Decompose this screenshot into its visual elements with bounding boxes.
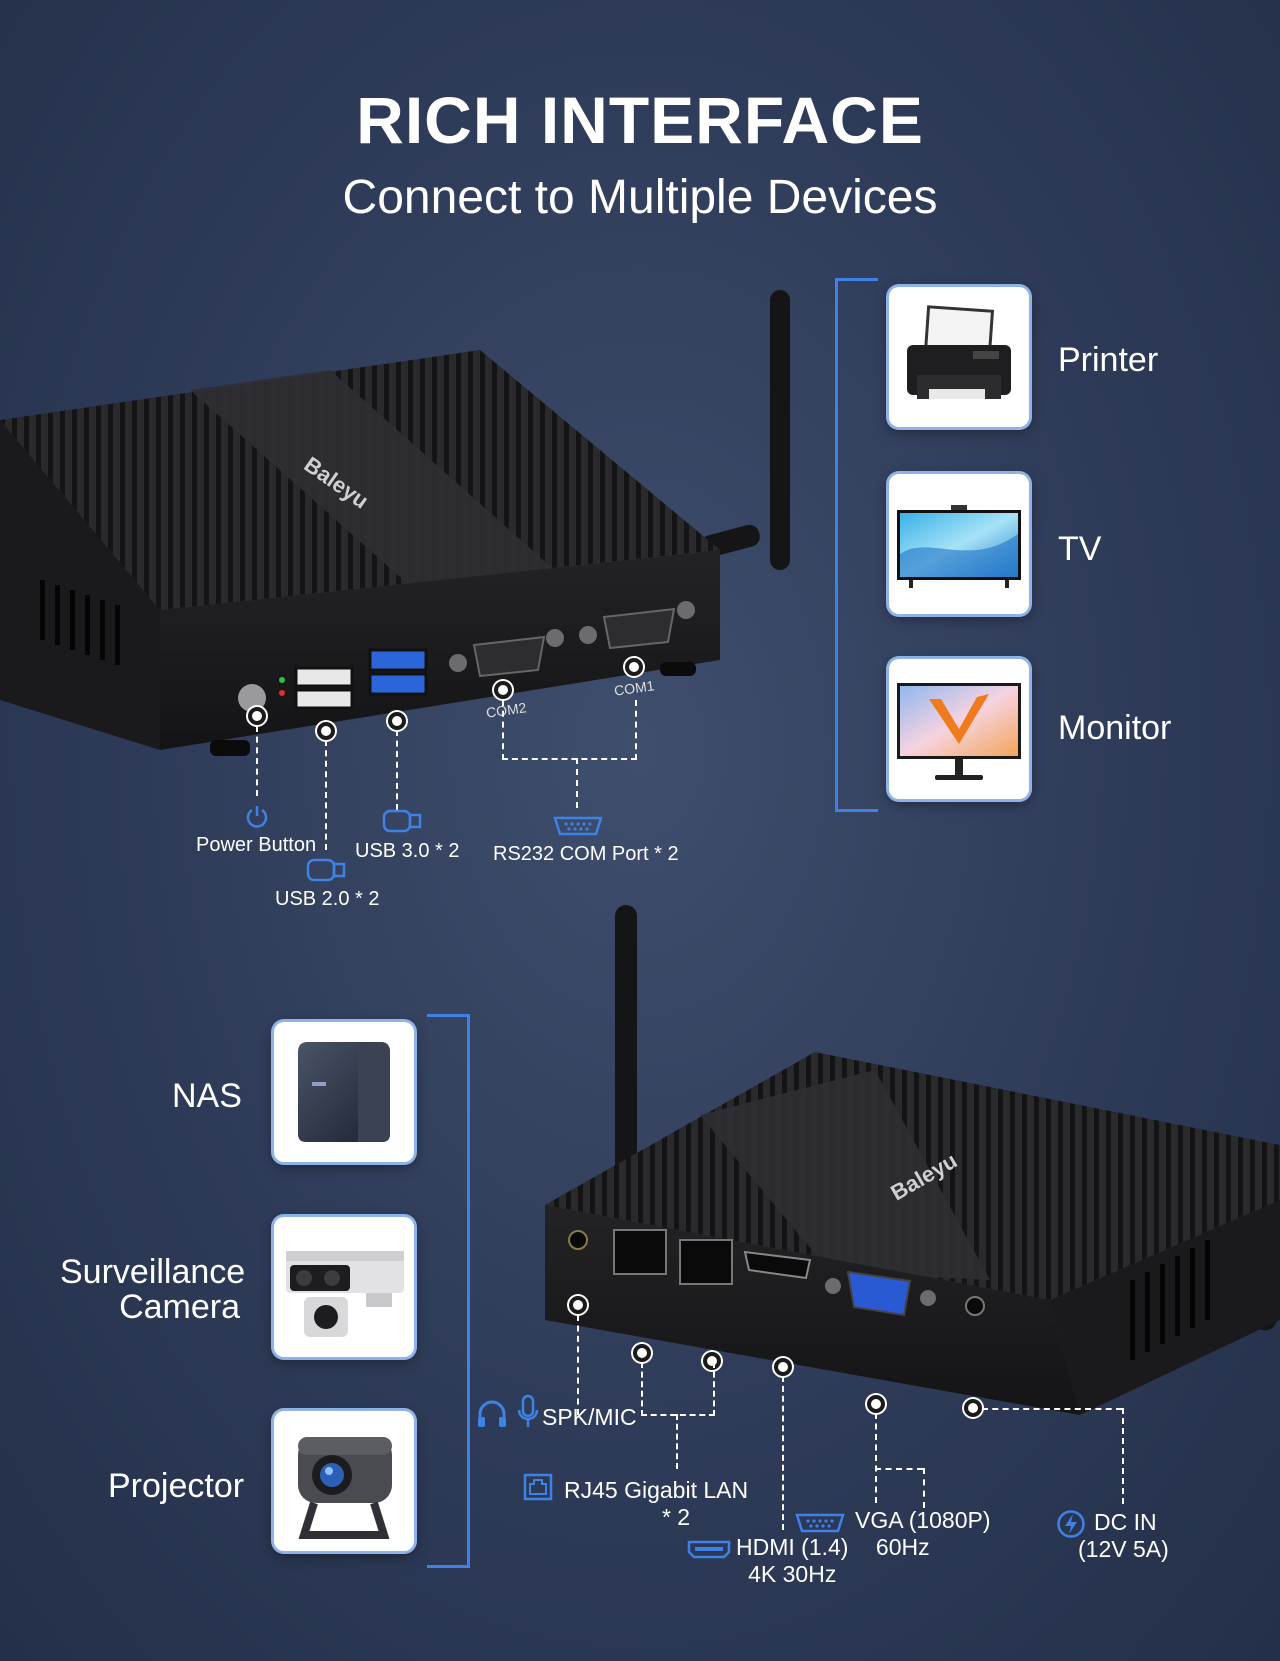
dc-power-icon [1056,1509,1086,1539]
power-icon [244,804,270,830]
monitor-card [889,659,1029,799]
rj45-leader-line [676,1414,678,1469]
serial-port-icon [552,815,604,837]
printer-icon [907,305,1011,399]
projector-label: Projector [108,1467,245,1505]
rs232-label: RS232 COM Port * 2 [493,843,679,865]
rj45-1-port-dot [633,1344,651,1362]
right-device-bracket [835,278,878,812]
projector-icon [298,1437,392,1539]
vga-icon [794,1512,846,1534]
power-port-dot [248,707,266,725]
dc-in-label-line2: (12V 5A) [1078,1536,1169,1562]
left-device-bracket [427,1014,470,1568]
usb3-port-dot [388,712,406,730]
usb3-label: USB 3.0 * 2 [355,840,460,862]
com-bracket-line [502,700,637,760]
spk-mic-port-dot [569,1296,587,1314]
tv-icon [897,505,1021,588]
dc-in-label-line1: DC IN [1094,1509,1157,1535]
vga-port-dot [867,1395,885,1413]
com1-port-dot [625,658,643,676]
dc-port-dot [964,1399,982,1417]
hdmi-leader-line [782,1376,784,1530]
power-button-label: Power Button [196,834,317,856]
page-subtitle: Connect to Multiple Devices [342,171,938,224]
camera-label-line1: Surveillance [60,1253,246,1291]
vga-leader-line-3 [923,1468,925,1508]
power-leader-line [256,726,258,796]
dc-leader-line-2 [1122,1408,1124,1504]
hdmi-label-line2: 4K 30Hz [748,1561,837,1587]
vga-leader-line [875,1413,925,1503]
nas-label: NAS [172,1077,242,1115]
nas-card [274,1022,414,1162]
rj45-bracket-line [641,1362,715,1416]
microphone-icon [516,1394,540,1430]
camera-card [274,1217,414,1357]
usb2-port-dot [317,722,335,740]
hdmi-label-line1: HDMI (1.4) [736,1534,849,1560]
mini-pc-front-view [0,280,800,800]
dc-in-label: DC IN (12V 5A) [1078,1509,1169,1563]
hdmi-icon [686,1538,732,1560]
vga-leader-line-2 [875,1468,923,1470]
tv-label: TV [1058,530,1102,568]
usb2-icon [306,857,346,883]
printer-card [889,287,1029,427]
spk-mic-label: SPK/MIC [542,1404,637,1430]
spk-leader-line [577,1315,579,1415]
rj45-label-line1: RJ45 Gigabit LAN [564,1477,749,1503]
usb3-leader-line [396,730,398,810]
tv-card [889,474,1029,614]
camera-label: Surveillance Camera [60,1253,246,1326]
usb2-label: USB 2.0 * 2 [275,888,380,910]
hdmi-port-dot [774,1358,792,1376]
rj45-2-port-dot [703,1352,721,1370]
com-leader-line [576,758,578,808]
vga-label-line2: 60Hz [875,1534,930,1560]
mini-pc-rear-view [530,900,1280,1500]
hdmi-label: HDMI (1.4) 4K 30Hz [736,1534,848,1588]
projector-card [274,1411,414,1551]
vga-label-line1: VGA (1080P) [855,1507,991,1533]
rj45-label-line2: * 2 [661,1504,691,1530]
camera-label-line2: Camera [119,1288,240,1326]
rj45-label: RJ45 Gigabit LAN * 2 [564,1477,748,1531]
usb2-leader-line [325,740,327,850]
dc-leader-line [982,1408,1122,1410]
camera-icon [286,1251,404,1337]
vga-label: VGA (1080P) 60Hz [855,1507,991,1561]
monitor-label: Monitor [1058,709,1172,747]
printer-label: Printer [1058,341,1159,379]
monitor-icon [897,683,1021,780]
nas-icon [298,1042,390,1142]
usb3-icon [382,808,422,834]
page-title: RICH INTERFACE [356,83,924,157]
com2-port-dot [494,681,512,699]
headphone-icon [476,1398,508,1430]
ethernet-icon [522,1472,554,1502]
